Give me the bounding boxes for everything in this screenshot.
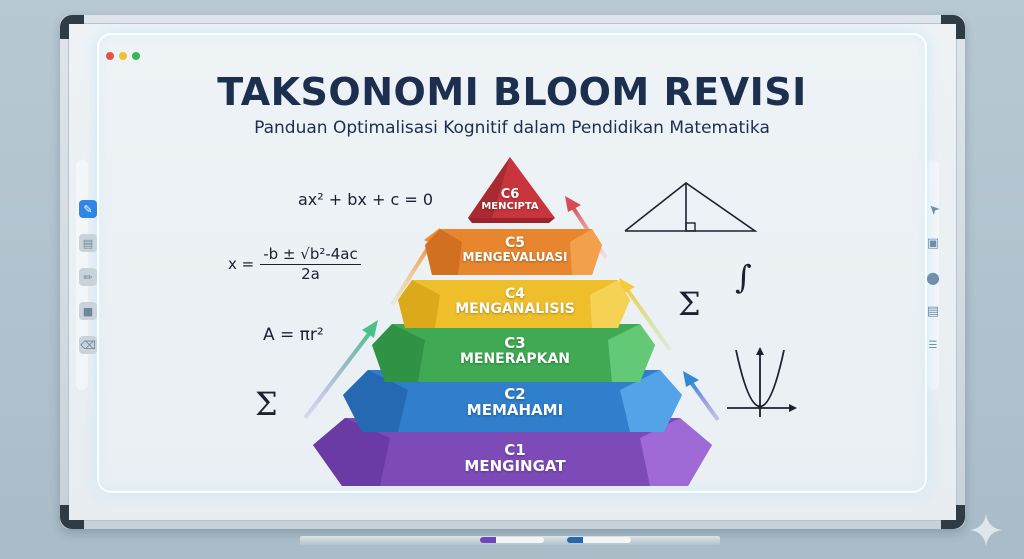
circle-icon: ● [926,267,940,287]
level-c6-name: MENCIPTA [481,200,539,212]
formula-numerator: -b ± √b²-4ac [260,245,361,265]
image-icon: ▣ [926,235,940,251]
blue-marker[interactable] [567,537,631,543]
sparkle-icon [970,514,1002,546]
list-icon: ☰ [928,339,938,351]
image-tool[interactable]: ▣ [924,234,942,252]
minimize-button[interactable] [119,52,127,60]
right-rail [927,160,939,390]
page-title: TAKSONOMI BLOOM REVISI [217,70,807,114]
right-toolbar: ➤ ▣ ● ▤ ☰ [924,200,942,354]
blue-marker-cap [567,537,583,543]
level-c3-code: C3 [504,334,526,352]
integral-symbol: ∫ [735,258,752,296]
eraser-tool[interactable]: ⌫ [79,336,97,354]
whiteboard-pen-tool[interactable]: ✎ [79,200,97,218]
left-toolbar: ✎ ▤ ✏ ■ ⌫ [79,200,97,354]
purple-marker[interactable] [480,537,544,543]
parabola-graph [727,347,797,417]
pencil-tool[interactable]: ✏ [79,268,97,286]
rectangle-tool[interactable]: ■ [79,302,97,320]
sigma-left: Σ [255,385,278,423]
level-c6-code: C6 [500,187,520,202]
pyramid-level-c2[interactable] [343,370,682,432]
level-c1-name: MENGINGAT [464,456,566,475]
list-tool[interactable]: ☰ [924,336,942,354]
level-c6-label: C6 MENCIPTA [460,188,560,212]
level-c2-label: C2 MEMAHAMI [400,385,630,419]
formula-fraction: -b ± √b²-4ac 2a [260,245,361,283]
pages-icon: ▤ [82,236,94,250]
pyramid-level-c1[interactable] [313,418,712,486]
pyramid-level-c5[interactable] [425,229,602,275]
quadratic-equation: ax² + bx + c = 0 [298,190,434,209]
whiteboard-pen-icon: ✎ [83,202,93,216]
quadratic-formula: x = -b ± √b²-4ac 2a [228,245,361,283]
level-c2-code: C2 [504,385,526,403]
pages-tool[interactable]: ▤ [79,234,97,252]
purple-marker-cap [480,537,496,543]
pyramid-level-c4[interactable] [398,280,630,328]
pyramid-level-c6[interactable] [468,157,555,223]
level-c1-code: C1 [504,441,526,459]
level-c2-name: MEMAHAMI [466,400,564,419]
maximize-button[interactable] [132,52,140,60]
circle-tool[interactable]: ● [924,267,942,287]
level-c3-name: MENERAPKAN [459,350,571,367]
eraser-icon: ⌫ [80,338,96,352]
document-tool[interactable]: ▤ [924,302,942,320]
level-c4-label: C4 MENGANALISIS [420,287,610,316]
window-controls [106,52,140,60]
level-c5-label: C5 MENGEVALUASI [440,236,590,263]
level-c5-name: MENGEVALUASI [462,249,568,264]
close-button[interactable] [106,52,114,60]
triangle-drawing [624,182,758,232]
circle-area-formula: A = πr² [263,325,324,345]
page-subtitle: Panduan Optimalisasi Kognitif dalam Pend… [254,118,770,138]
level-c1-label: C1 MENGINGAT [400,441,630,475]
formula-lhs: x = [228,255,255,273]
pencil-icon: ✏ [83,270,93,284]
rectangle-icon: ■ [82,304,94,318]
document-icon: ▤ [926,303,940,319]
level-c5-code: C5 [504,235,525,251]
level-c3-label: C3 MENERAPKAN [410,334,620,367]
level-c4-code: C4 [504,286,525,302]
formula-denominator: 2a [301,265,320,283]
pyramid-level-c3[interactable] [372,324,655,382]
level-c4-name: MENGANALISIS [455,300,575,317]
sigma-right: Σ [678,285,701,323]
